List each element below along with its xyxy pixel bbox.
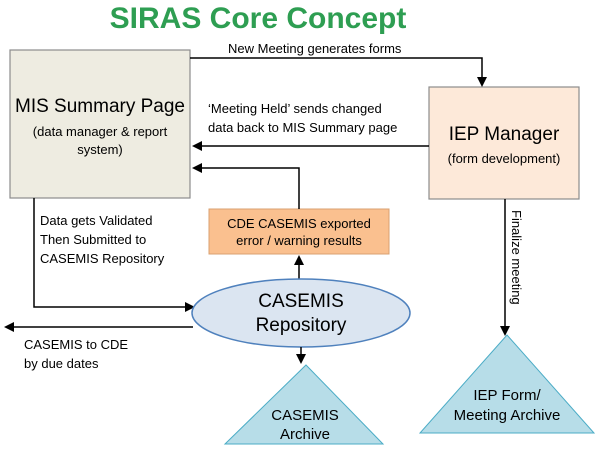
casemis-archive-node: CASEMIS Archive [223, 364, 385, 445]
mis-summary-title: MIS Summary Page [15, 96, 185, 117]
repository-node: CASEMIS Repository [191, 278, 411, 348]
validated-label-line1: Data gets Validated [40, 213, 153, 228]
iep-archive-line2: Meeting Archive [454, 407, 561, 424]
repository-line1: CASEMIS [258, 291, 344, 312]
iep-manager-box [428, 86, 580, 200]
iep-manager-subtitle: (form development) [448, 151, 561, 166]
to-cde-label-line2: by due dates [24, 356, 99, 371]
repository-ellipse [191, 278, 411, 348]
mis-summary-subtitle-line2: system) [77, 142, 123, 157]
finalize-label: Finalize meeting [509, 210, 524, 305]
iep-archive-node: IEP Form/ Meeting Archive [418, 334, 596, 434]
cde-results-line1: CDE CASEMIS exported [227, 216, 371, 231]
validated-label-line3: CASEMIS Repository [40, 251, 165, 266]
repository-line2: Repository [256, 315, 347, 336]
new-meeting-label: New Meeting generates forms [228, 41, 402, 56]
to-cde-label-line1: CASEMIS to CDE [24, 337, 128, 352]
cde-results-line2: error / warning results [236, 233, 362, 248]
casemis-archive-line2: Archive [280, 426, 330, 443]
casemis-archive-triangle [223, 364, 385, 445]
cde-results-node: CDE CASEMIS exported error / warning res… [208, 208, 390, 255]
validated-label-line2: Then Submitted to [40, 232, 146, 247]
casemis-archive-line1: CASEMIS [271, 407, 339, 424]
meeting-held-label-line2: data back to MIS Summary page [208, 120, 397, 135]
iep-manager-node: IEP Manager (form development) [428, 86, 580, 200]
iep-manager-title: IEP Manager [449, 124, 560, 145]
mis-summary-box [9, 49, 191, 199]
results-to-mis-arrow [192, 163, 300, 209]
validated-arrow [33, 198, 195, 312]
diagram-title: SIRAS Core Concept [110, 2, 407, 35]
mis-summary-node: MIS Summary Page (data manager & report … [9, 49, 191, 199]
mis-summary-subtitle-line1: (data manager & report [33, 124, 168, 139]
iep-archive-line1: IEP Form/ [473, 387, 541, 404]
new-meeting-arrow [190, 57, 487, 87]
meeting-held-label-line1: ‘Meeting Held’ sends changed [208, 101, 382, 116]
iep-archive-triangle [418, 334, 596, 434]
